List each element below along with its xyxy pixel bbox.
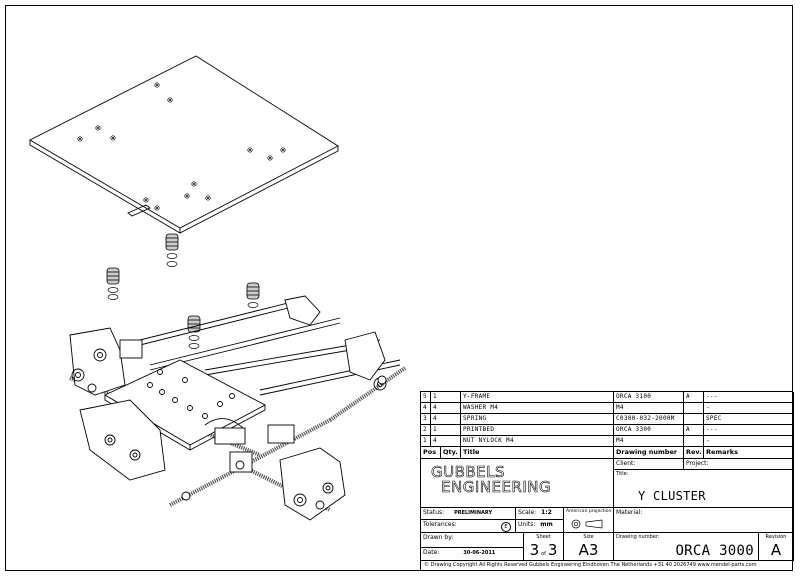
size-label: Size	[583, 534, 594, 540]
bom-header-rev: Rev.	[684, 447, 704, 459]
bom-title: NUT NYLOCK M4	[461, 436, 614, 447]
bom-rev	[684, 403, 704, 414]
drawing-number-label: Drawing number:	[616, 534, 660, 540]
projection-field: American projection	[564, 508, 614, 533]
bom-pos: 4	[421, 403, 431, 414]
sheet-label: Sheet	[536, 534, 551, 540]
bom-pos: 3	[421, 414, 431, 425]
washers	[107, 253, 259, 349]
projection-symbol-icon	[571, 519, 603, 529]
tolerances-label: Tolerances:	[423, 521, 457, 528]
bom-rev	[684, 414, 704, 425]
title-block: 5 1 Y-FRAME ORCA 3100 A --- 4 4 WASHER M…	[420, 391, 794, 571]
projection-label: American projection	[566, 509, 612, 514]
material-field: Material:	[614, 508, 794, 533]
company-name-line1: GUBBELS	[431, 463, 506, 481]
client-label: Client:	[616, 460, 636, 467]
bom-title: SPRING	[461, 414, 614, 425]
bom-drawing-number: M4	[614, 403, 684, 414]
title-field: Title: Y CLUSTER	[614, 470, 794, 508]
plate-holes	[77, 82, 286, 211]
bom-title: WASHER M4	[461, 403, 614, 414]
date-value: 30-06-2011	[463, 550, 496, 556]
revision-field: Revision A	[759, 533, 794, 561]
drawn-by-label: Drawn by:	[423, 534, 454, 541]
material-label: Material:	[616, 509, 643, 516]
units-label: Units:	[518, 521, 536, 528]
sheet-of: of	[541, 551, 546, 557]
bom-header-qty: Qty.	[441, 447, 461, 459]
bom-drawing-number: ORCA 3300	[614, 425, 684, 436]
bom-pos: 1	[421, 436, 431, 447]
tolerance-symbol-icon: E	[501, 522, 511, 532]
scale-value: 1:2	[541, 509, 552, 516]
bom-qty: 1	[431, 425, 461, 436]
bom-remarks: -	[704, 403, 794, 414]
drawing-number-field: Drawing number: ORCA 3000	[614, 533, 759, 561]
bom-drawing-number: M4	[614, 436, 684, 447]
status-label: Status:	[423, 509, 445, 516]
bom-qty: 1	[431, 392, 461, 403]
client-field: Client:	[614, 459, 684, 470]
sheet-total: 3	[547, 541, 558, 559]
bom-remarks: ---	[704, 392, 794, 403]
sheet-number: 3	[529, 541, 540, 559]
revision-value: A	[770, 541, 782, 559]
revision-label: Revision	[765, 534, 787, 540]
bom-pos: 2	[421, 425, 431, 436]
bom-rev: A	[684, 392, 704, 403]
bom-header-pos: Pos	[421, 447, 441, 459]
title-value: Y CLUSTER	[638, 489, 706, 503]
drawing-sheet-border	[5, 5, 793, 571]
bom-header-drawing-number: Drawing number	[614, 447, 684, 459]
company-name-line2: ENGINEERING	[441, 478, 552, 496]
bom-title: PRINTBED	[461, 425, 614, 436]
tolerances-field: Tolerances: E	[421, 520, 516, 533]
bom-remarks: -	[704, 436, 794, 447]
bom-qty: 4	[431, 436, 461, 447]
size-value: A3	[578, 541, 599, 559]
printbed-plate	[29, 55, 339, 234]
bom-pos: 5	[421, 392, 431, 403]
bom-qty: 4	[431, 414, 461, 425]
bom-remarks: ---	[704, 425, 794, 436]
status-field: Status: PRELIMINARY	[421, 508, 516, 520]
date-field: Date: 30-06-2011	[421, 548, 524, 561]
bom-drawing-number: ORCA 3100	[614, 392, 684, 403]
units-field: Units: mm	[516, 520, 564, 533]
scale-label: Scale:	[518, 509, 537, 516]
bom-rev: A	[684, 425, 704, 436]
bom-drawing-number: C0300-032-2000M	[614, 414, 684, 425]
date-label: Date:	[423, 549, 440, 556]
size-field: Size A3	[564, 533, 614, 561]
drawing-number-value: ORCA 3000	[675, 543, 754, 559]
bom-qty: 4	[431, 403, 461, 414]
title-label: Title:	[616, 471, 629, 477]
bom-title: Y-FRAME	[461, 392, 614, 403]
project-field: Project:	[684, 459, 794, 470]
status-value: PRELIMINARY	[454, 510, 493, 516]
drawn-by-field: Drawn by:	[421, 533, 524, 548]
project-label: Project:	[686, 460, 709, 467]
springs	[106, 233, 260, 333]
scale-field: Scale: 1:2	[516, 508, 564, 520]
bom-remarks: SPEC	[704, 414, 794, 425]
units-value: mm	[540, 521, 553, 528]
bom-rev	[684, 436, 704, 447]
bom-header-remarks: Remarks	[704, 447, 794, 459]
copyright-footer: © Drawing Copyright All Rights Reserved …	[424, 562, 757, 568]
sheet-field: Sheet 3 of 3	[524, 533, 564, 561]
bom-header-title: Title	[461, 447, 614, 459]
y-frame-assembly	[69, 295, 407, 521]
company-logo: GUBBELS ENGINEERING	[421, 459, 614, 508]
